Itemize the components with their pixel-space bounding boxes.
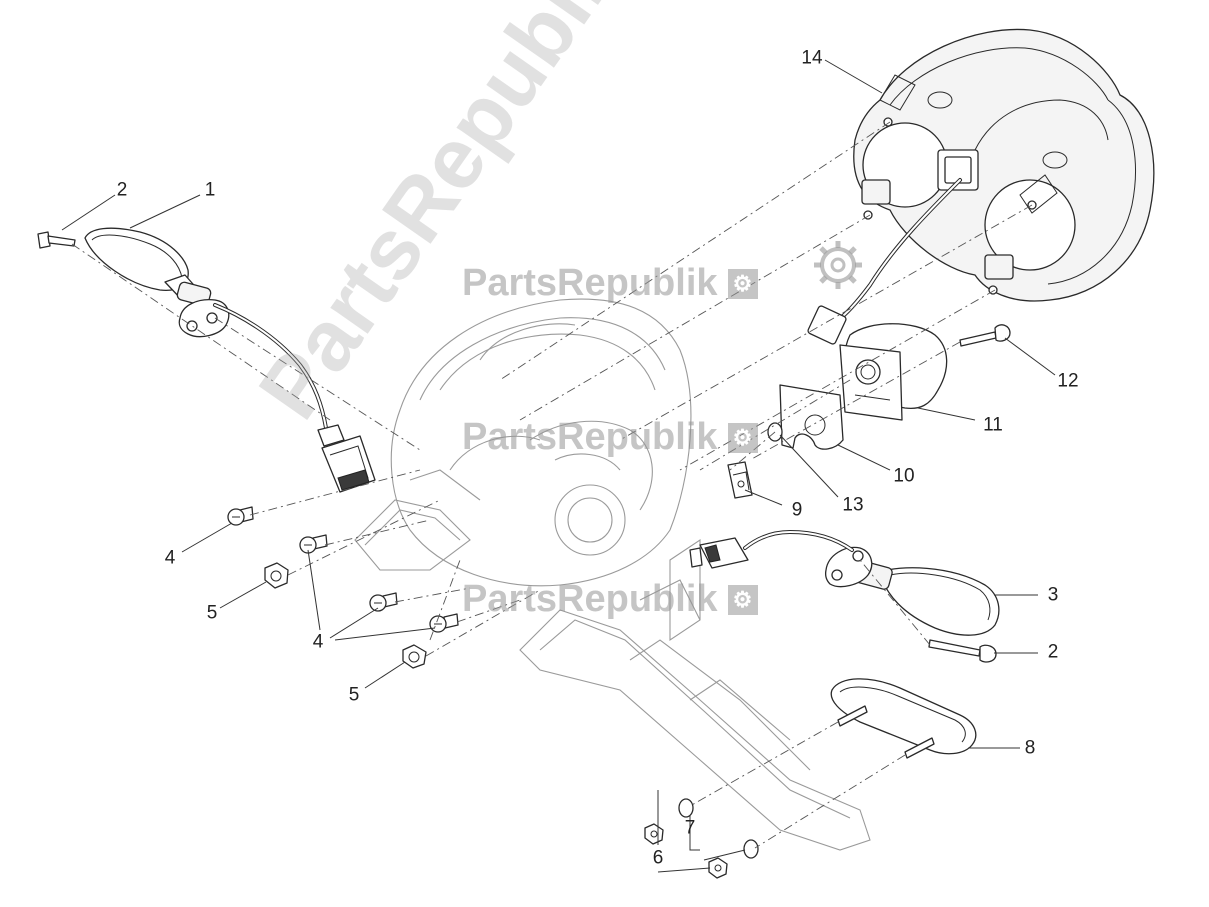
gear-icon [814,241,862,289]
callout-4-top: 4 [164,547,176,569]
watermark-text: PartsRepublik [462,578,718,620]
callout-12: 12 [1057,370,1079,392]
callout-14: 14 [801,47,823,69]
leader-lines [61,59,1056,873]
watermark-text: PartsRepublik [462,262,718,304]
instrument-cluster-part [807,28,1155,345]
watermark-bottom: PartsRepublik ⚙ [462,578,758,621]
rear-fender-body [354,298,692,587]
callout-7: 7 [684,817,696,839]
callout-2-right: 2 [1047,641,1059,663]
callout-13: 13 [842,494,864,516]
callout-3: 3 [1047,584,1059,606]
clip-nut-part [727,461,753,499]
callout-1: 1 [204,179,216,201]
callout-9: 9 [791,499,803,521]
callout-11: 11 [983,414,1003,436]
callout-5-top: 5 [206,602,218,624]
callout-5-bottom: 5 [348,684,360,706]
license-light-part [839,323,948,421]
callout-4-bottom: 4 [312,631,324,653]
assembly-lines [71,121,1033,849]
callout-8: 8 [1024,737,1036,759]
callout-2-left: 2 [116,179,128,201]
reflector-part [830,678,977,759]
watermark-text: PartsRepublik [462,416,718,458]
gear-icon: ⚙ [727,422,758,453]
gear-icon: ⚙ [727,268,758,299]
callout-10: 10 [893,465,915,487]
watermark-middle: PartsRepublik ⚙ [462,416,758,459]
watermark-top: PartsRepublik ⚙ [462,262,758,305]
gasket-plate-part [779,384,844,450]
screws-and-nuts [227,506,759,879]
screw-12-part [959,324,1011,347]
gear-icon: ⚙ [727,584,758,615]
callout-6: 6 [652,847,664,869]
license-plate-bracket [519,538,871,851]
